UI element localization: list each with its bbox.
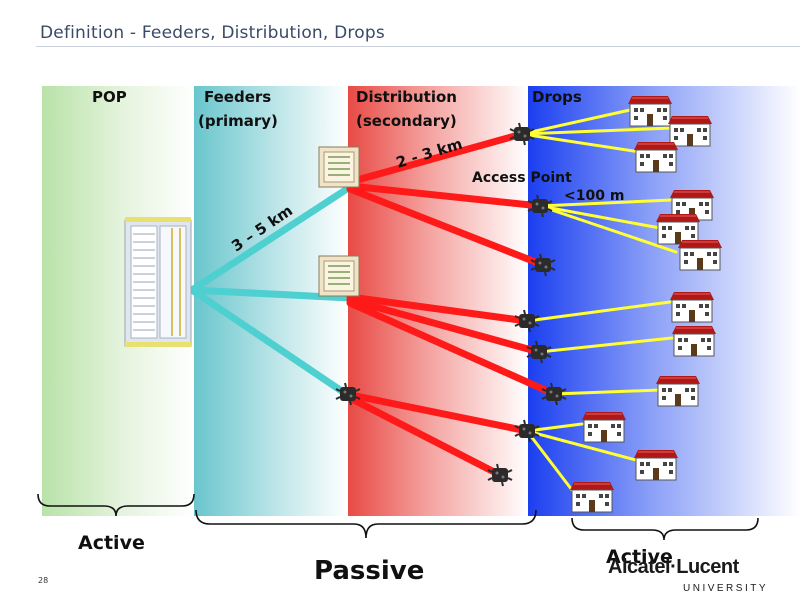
- passive-brace: [195, 509, 537, 539]
- active-right-label: Active: [606, 546, 673, 568]
- brand-logo: Alcatel·Lucent: [608, 556, 739, 578]
- page-number: 28: [38, 576, 49, 585]
- distribution-label: Distribution: [356, 88, 457, 106]
- drops-label: Drops: [532, 88, 582, 106]
- distribution-distance-label: 2 - 3 km: [394, 135, 465, 172]
- house-icon: [671, 325, 717, 357]
- house-icon: [669, 291, 715, 323]
- distribution-cabinet-icon: [318, 255, 360, 297]
- brand-subtitle: UNIVERSITY: [683, 583, 769, 594]
- house-icon: [569, 481, 615, 513]
- access-point-label: Access Point: [472, 170, 572, 186]
- house-icon: [667, 115, 713, 147]
- page-title: Definition - Feeders, Distribution, Drop…: [40, 23, 385, 43]
- passive-label: Passive: [314, 556, 425, 586]
- house-icon: [627, 95, 673, 127]
- house-icon: [633, 449, 679, 481]
- active-left-brace: [37, 493, 195, 517]
- house-icon: [677, 239, 723, 271]
- house-icon: [633, 141, 679, 173]
- drop-cables: [520, 108, 678, 492]
- pop-rack-icon: [124, 217, 192, 347]
- house-icon: [655, 375, 701, 407]
- active-right-brace: [571, 517, 759, 541]
- house-icon: [581, 411, 627, 443]
- feeders-label: Feeders: [204, 88, 272, 106]
- distribution-cables: [342, 130, 558, 479]
- house-icon: [655, 213, 701, 245]
- distribution-cabinet-icon: [318, 146, 360, 188]
- feeders-sublabel: (primary): [198, 112, 278, 130]
- title-divider: [36, 46, 800, 47]
- drop-distance-label: <100 m: [564, 188, 625, 204]
- pop-label: POP: [92, 88, 127, 106]
- active-left-label: Active: [78, 532, 145, 554]
- feeder-cables: [188, 183, 354, 398]
- distribution-sublabel: (secondary): [356, 112, 457, 130]
